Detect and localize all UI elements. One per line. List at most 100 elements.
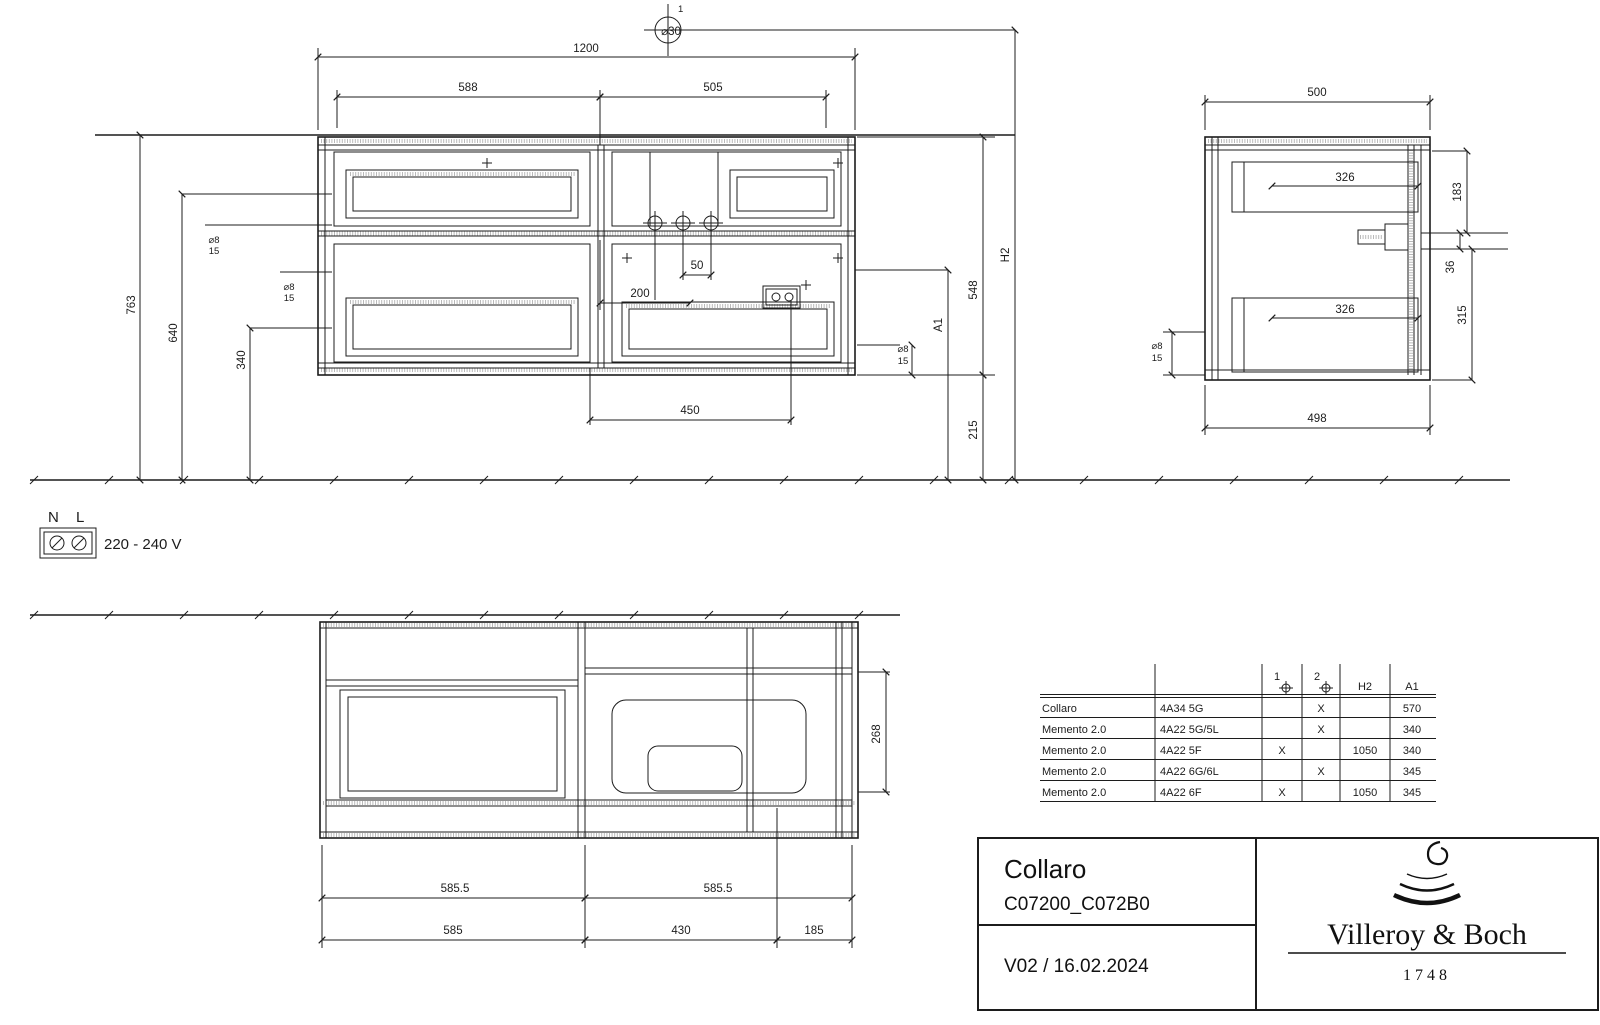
dim-585-5-left: 585.5 [441,883,470,895]
dim-height-640: 640 [168,323,180,342]
siphon-cutout [649,151,719,227]
power-info: N L 220 - 240 V [39,509,182,559]
side-view: 326 326 500 498 183 36 315 ⌀8 15 [1151,87,1508,435]
plan-left-drawer [339,689,566,799]
table-header: 1 2 H2 A1 [1274,671,1419,695]
front-centre-dims: 50 200 450 [586,232,795,425]
row3-name: Memento 2.0 [1042,745,1106,757]
brand-name: Villeroy & Boch [1327,918,1527,951]
plan-wall-ticks [29,610,864,620]
row5-a1: 345 [1403,787,1421,799]
dim-430: 430 [671,925,690,937]
dim-450: 450 [680,405,699,417]
row5-code: 4A22 6F [1160,787,1202,799]
table-row: Memento 2.0 4A22 6F X 1050 345 [1042,787,1421,799]
hole-callout-3-depth: 15 [898,356,909,367]
dim-a1: A1 [933,318,945,332]
side-callout-depth: 15 [1152,353,1163,364]
position-1-label: 1 [678,4,683,15]
dim-215: 215 [968,420,980,439]
plan-view: 268 585.5 585.5 585 430 185 [318,621,890,948]
drawing-version: V02 / 16.02.2024 [1004,956,1149,977]
socket-box-icon [39,527,97,559]
header-pos2: 2 [1314,671,1320,683]
plan-basin [611,699,807,794]
dim-500: 500 [1307,87,1326,99]
dim-right-width: 505 [703,82,722,94]
row4-name: Memento 2.0 [1042,766,1106,778]
dim-315: 315 [1457,305,1469,324]
drawer-front-top-left [333,151,591,227]
table-row: Memento 2.0 4A22 5G/5L X 340 [1042,724,1421,736]
row3-h2: 1050 [1353,745,1377,757]
tap-hole-marker: 1 ⌀30 [644,4,1015,56]
hole-callout-2-dia: ⌀8 [283,282,294,293]
dim-268: 268 [871,724,883,743]
hole-callout-3-dia: ⌀8 [897,344,908,355]
dim-326-top: 326 [1335,172,1354,184]
dim-326-bottom: 326 [1335,304,1354,316]
row2-name: Memento 2.0 [1042,724,1106,736]
row2-a1: 340 [1403,724,1421,736]
drill-plus-marks [482,158,843,290]
row3-pos1: X [1278,745,1286,757]
dim-183: 183 [1452,182,1464,201]
wall-bracket [1357,223,1508,251]
side-drawer-bottom [1231,297,1419,373]
hole-callout-1-dia: ⌀8 [208,235,219,246]
reference-lines [29,134,1510,620]
row4-a1: 345 [1403,766,1421,778]
front-width-dims: 1200 588 505 [314,43,859,145]
front-right-dims: A1 548 215 H2 ⌀8 15 [855,26,1019,484]
row3-code: 4A22 5F [1160,745,1202,757]
dim-height-763: 763 [126,295,138,314]
row3-a1: 340 [1403,745,1421,757]
row5-h2: 1050 [1353,787,1377,799]
row4-code: 4A22 6G/6L [1160,766,1219,778]
dim-548: 548 [968,280,980,299]
dim-height-340: 340 [236,350,248,369]
dim-left-width: 588 [458,82,477,94]
header-a1: A1 [1405,681,1418,693]
terminal-n-label: N [48,509,59,526]
side-callout-dia: ⌀8 [1151,341,1162,352]
front-left-dims: 763 640 340 ⌀8 15 ⌀8 15 [126,131,332,484]
row5-pos1: X [1278,787,1286,799]
row1-name: Collaro [1042,703,1077,715]
side-outline [1204,136,1431,381]
dim-total-width: 1200 [573,43,599,55]
compatibility-table: 1 2 H2 A1 Collaro 4A34 5G X 570 Memento … [1040,664,1436,802]
side-drawer-top [1231,161,1419,213]
dim-36: 36 [1445,261,1457,274]
title-block: Collaro C07200_C072B0 V02 / 16.02.2024 V… [977,837,1599,1011]
plan-outline [319,621,859,839]
hole-callout-1-depth: 15 [209,246,220,257]
dim-h2: H2 [1000,248,1012,263]
voltage-label: 220 - 240 V [104,536,182,553]
row2-pos2: X [1317,724,1325,736]
dim-585-5-right: 585.5 [704,883,733,895]
row2-code: 4A22 5G/5L [1160,724,1219,736]
dim-200: 200 [630,288,649,300]
tap-hole-diameter: ⌀30 [661,26,681,38]
cabinet-outline [317,136,856,376]
row1-code: 4A34 5G [1160,703,1203,715]
header-pos1: 1 [1274,671,1280,683]
front-view: 1 ⌀30 1200 588 505 763 640 340 ⌀8 15 ⌀8 [126,4,1019,484]
row1-pos2: X [1317,703,1325,715]
header-h2: H2 [1358,681,1372,693]
brand-year: 1748 [1403,967,1451,984]
hole-callout-2-depth: 15 [284,293,295,304]
tap-hole-positions [643,211,723,235]
table-row: Memento 2.0 4A22 6G/6L X 345 [1042,766,1421,778]
dim-50: 50 [691,260,704,272]
table-row: Collaro 4A34 5G X 570 [1042,703,1421,715]
product-code: C07200_C072B0 [1004,894,1150,915]
dim-498: 498 [1307,413,1326,425]
row5-name: Memento 2.0 [1042,787,1106,799]
brand-logo-icon [1393,840,1461,906]
plan-drain [647,745,743,792]
product-series: Collaro [1004,854,1086,884]
